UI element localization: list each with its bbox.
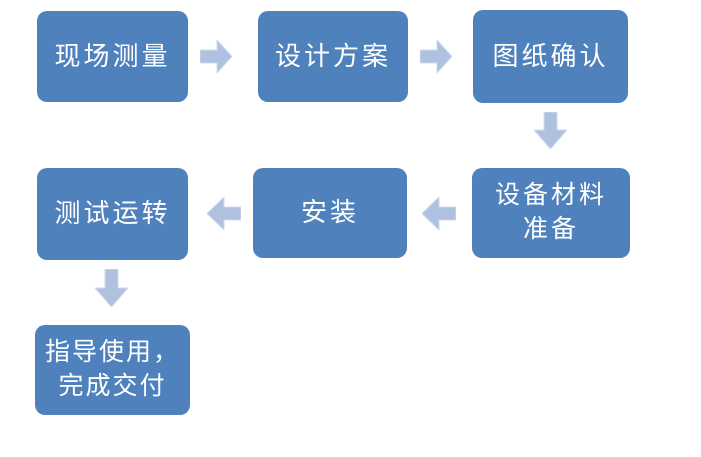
arrow-down-icon xyxy=(95,269,128,307)
flow-step-drawing-confirmation: 图纸确认 xyxy=(473,10,628,103)
step-label: 测试运转 xyxy=(54,199,171,228)
flow-step-handover: 指导使用， 完成交付 xyxy=(35,325,190,415)
arrow-right-icon xyxy=(420,40,452,73)
step-label-line2: 准备 xyxy=(522,216,579,243)
flow-step-test-run: 测试运转 xyxy=(37,168,188,260)
step-label: 安装 xyxy=(300,198,359,227)
arrow-down-icon xyxy=(534,112,567,149)
step-label: 现场测量 xyxy=(54,41,171,71)
flow-step-equipment-material-prep: 设备材料 准备 xyxy=(472,168,630,258)
arrow-right-icon xyxy=(200,40,232,73)
flow-step-installation: 安装 xyxy=(253,168,407,258)
step-label: 指导使用， xyxy=(44,339,180,366)
step-label: 设备材料 xyxy=(494,182,607,209)
arrow-left-icon xyxy=(207,197,241,230)
step-label: 图纸确认 xyxy=(492,41,609,71)
step-label-line2: 完成交付 xyxy=(58,373,167,400)
flow-step-design-plan: 设计方案 xyxy=(258,11,408,102)
arrow-left-icon xyxy=(422,197,456,230)
step-label: 设计方案 xyxy=(274,41,391,71)
flow-step-site-survey: 现场测量 xyxy=(37,11,188,102)
